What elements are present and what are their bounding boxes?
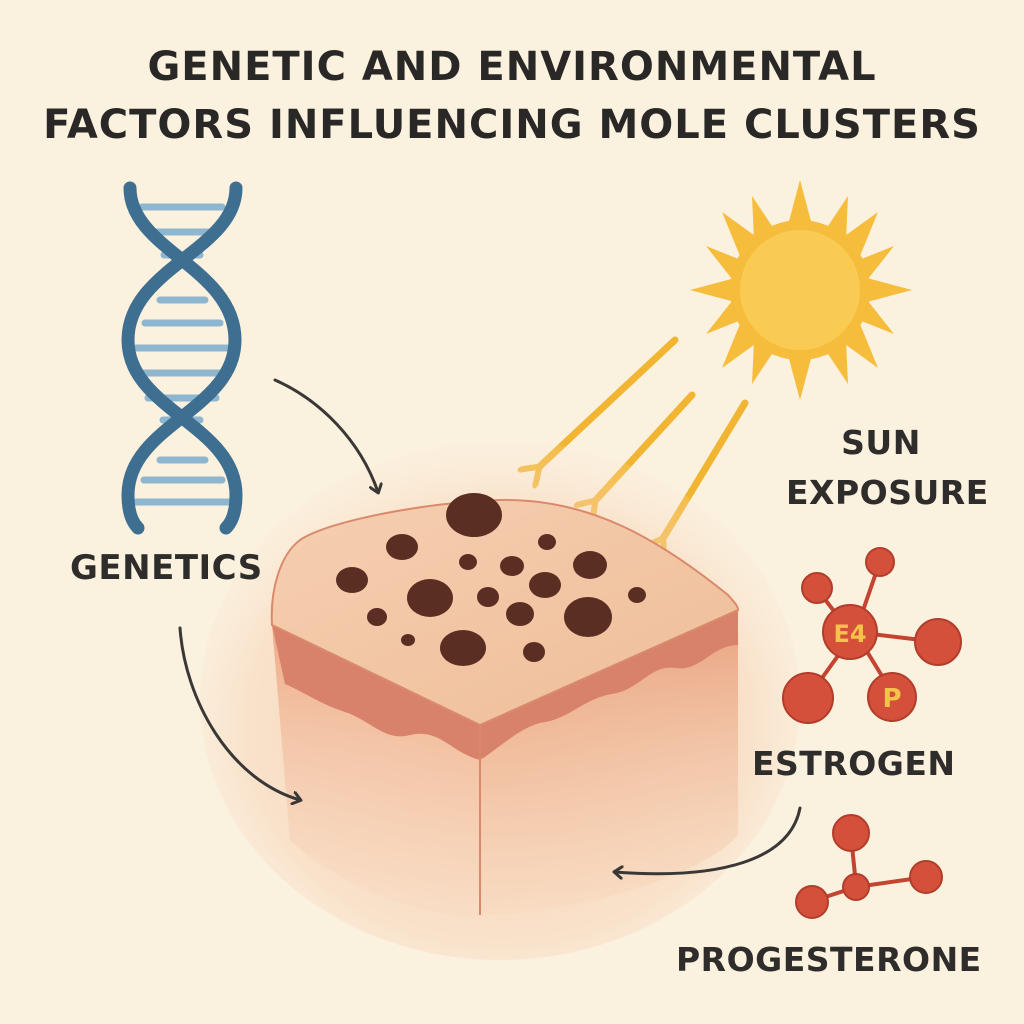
mole — [538, 534, 556, 550]
mole — [506, 602, 534, 626]
estrogen-atom-label: E4 — [833, 620, 866, 648]
dna-strand-1 — [121, 181, 242, 535]
sun-exposure-label: SUN EXPOSURE — [786, 418, 989, 518]
diagram-title: GENETIC AND ENVIRONMENTAL FACTORS INFLUE… — [0, 38, 1024, 154]
sun-exposure-label-line-2: EXPOSURE — [786, 473, 989, 512]
estrogen-molecule-icon: E4 P — [782, 547, 962, 724]
mole — [401, 634, 415, 646]
genetics-arrows — [178, 378, 378, 800]
skin-dermis-layer-front — [272, 625, 480, 760]
estrogen-atoms — [782, 547, 962, 724]
genetics-to-skin-arrow — [273, 378, 378, 492]
dna-helix-icon — [121, 181, 243, 535]
skin-right-face — [480, 610, 738, 915]
progesterone-label: PROGESTERONE — [676, 940, 982, 979]
skin-top-face — [270, 498, 740, 727]
mole — [407, 579, 453, 617]
mole — [529, 572, 561, 598]
mole — [523, 642, 545, 662]
mole — [459, 554, 477, 570]
skin-block-illustration — [200, 440, 800, 960]
mole — [628, 587, 646, 603]
mole — [367, 608, 387, 626]
sun-core — [740, 230, 860, 350]
mole — [440, 630, 486, 666]
mole — [386, 534, 418, 560]
progesterone-atom-label: P — [882, 684, 901, 714]
progesterone-atoms — [795, 814, 943, 919]
progesterone-molecule-icon — [795, 814, 943, 919]
skin-dermis-layer-right — [480, 610, 738, 760]
title-line-2: FACTORS INFLUENCING MOLE CLUSTERS — [43, 102, 981, 148]
estrogen-center-atom — [822, 604, 878, 660]
mole — [336, 567, 368, 593]
estrogen-label: ESTROGEN — [752, 744, 956, 783]
progesterone-bonds — [815, 835, 927, 902]
sun-icon — [690, 180, 912, 400]
sun-exposure-label-line-1: SUN — [841, 423, 921, 462]
estrogen-p-atom — [867, 672, 917, 722]
mole — [573, 551, 607, 579]
genetics-label: GENETICS — [70, 548, 263, 588]
mole — [477, 587, 499, 607]
mole-cluster — [336, 493, 646, 666]
hormones-to-skin-arrow — [615, 806, 802, 874]
title-line-1: GENETIC AND ENVIRONMENTAL — [147, 44, 877, 90]
genetics-to-skin-arrow-lower — [178, 626, 300, 800]
mole — [500, 556, 524, 576]
dna-strand-2 — [121, 181, 243, 535]
mole — [564, 597, 612, 637]
sun-rays — [690, 180, 912, 400]
mole — [446, 493, 502, 537]
